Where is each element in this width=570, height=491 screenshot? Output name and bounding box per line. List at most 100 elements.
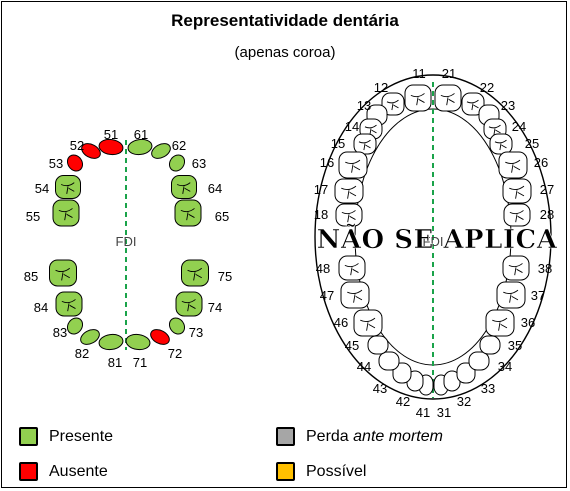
tooth-fissure-65 <box>180 208 195 221</box>
tooth-label-48: 48 <box>316 261 330 276</box>
tooth-label-74: 74 <box>208 300 222 315</box>
tooth-label-38: 38 <box>538 261 552 276</box>
tooth-label-11: 11 <box>412 66 426 81</box>
tooth-label-61: 61 <box>134 127 148 142</box>
legend-label-lost: Perda ante mortem <box>306 427 443 445</box>
tooth-label-53: 53 <box>49 156 63 171</box>
tooth-43 <box>392 362 412 384</box>
tooth-fissure-16 <box>345 159 361 173</box>
tooth-44 <box>378 351 400 371</box>
tooth-label-28: 28 <box>540 207 554 222</box>
legend-possible: Possível <box>276 462 366 481</box>
tooth-label-35: 35 <box>508 338 522 353</box>
tooth-72 <box>150 329 170 345</box>
tooth-62 <box>151 143 171 159</box>
tooth-label-25: 25 <box>525 136 539 151</box>
tooth-label-82: 82 <box>75 346 89 361</box>
tooth-73 <box>168 317 186 335</box>
tooth-34 <box>468 351 490 371</box>
tooth-fissure-25 <box>494 139 507 151</box>
tooth-label-16: 16 <box>320 155 334 170</box>
tooth-81 <box>98 333 124 351</box>
tooth-label-24: 24 <box>512 119 526 134</box>
legend-present: Presente <box>19 427 113 446</box>
tooth-label-75: 75 <box>218 269 232 284</box>
tooth-61 <box>127 138 153 156</box>
adult-arch-outline <box>314 74 552 400</box>
tooth-fissure-15 <box>358 139 371 151</box>
tooth-fissure-26 <box>505 159 521 173</box>
tooth-label-52: 52 <box>70 138 84 153</box>
tooth-fissure-22 <box>466 99 479 111</box>
tooth-fissure-84 <box>61 299 76 312</box>
tooth-fissure-28 <box>509 210 524 223</box>
legend-label-absent: Ausente <box>49 462 108 480</box>
tooth-fissure-12 <box>386 99 399 111</box>
legend-absent: Ausente <box>19 462 108 481</box>
tooth-label-23: 23 <box>501 98 515 113</box>
tooth-33 <box>456 362 476 384</box>
tooth-label-54: 54 <box>35 181 49 196</box>
tooth-label-21: 21 <box>442 66 456 81</box>
diagram-title: Representatividade dentária <box>171 11 399 30</box>
tooth-fissure-37 <box>503 289 519 303</box>
tooth-fissure-55 <box>58 208 73 221</box>
tooth-71 <box>125 333 151 351</box>
legend-swatch-lost <box>276 427 295 446</box>
tooth-label-34: 34 <box>498 359 512 374</box>
tooth-fissure-18 <box>341 210 356 223</box>
legend-swatch-absent <box>19 462 38 481</box>
tooth-fissure-24 <box>488 124 501 136</box>
tooth-fissure-38 <box>508 263 523 276</box>
legend-label-present: Presente <box>49 427 114 445</box>
tooth-fissure-46 <box>360 317 376 331</box>
tooth-83 <box>66 317 84 335</box>
tooth-fissure-48 <box>344 263 359 276</box>
legend-swatch-present <box>19 427 38 446</box>
tooth-fissure-54 <box>60 182 75 194</box>
tooth-fissure-11 <box>410 93 425 106</box>
tooth-label-73: 73 <box>189 325 203 340</box>
tooth-51 <box>98 138 124 156</box>
tooth-fissure-85 <box>55 267 71 281</box>
tooth-label-31: 31 <box>437 405 451 420</box>
tooth-label-17: 17 <box>314 182 328 197</box>
tooth-label-14: 14 <box>345 119 359 134</box>
tooth-label-81: 81 <box>108 355 122 370</box>
adult-fdi-label: FDI <box>423 234 444 249</box>
tooth-label-36: 36 <box>521 315 535 330</box>
tooth-label-83: 83 <box>53 325 67 340</box>
tooth-45 <box>367 335 389 355</box>
tooth-53 <box>66 154 84 172</box>
tooth-label-27: 27 <box>540 182 554 197</box>
tooth-label-63: 63 <box>192 156 206 171</box>
tooth-label-51: 51 <box>104 127 118 142</box>
tooth-label-37: 37 <box>531 288 545 303</box>
tooth-fissure-36 <box>492 317 508 331</box>
tooth-label-32: 32 <box>457 394 471 409</box>
tooth-label-84: 84 <box>34 300 48 315</box>
legend-lost: Perda ante mortem <box>276 427 443 446</box>
tooth-label-72: 72 <box>168 346 182 361</box>
tooth-label-65: 65 <box>215 209 229 224</box>
tooth-label-33: 33 <box>481 381 495 396</box>
tooth-fissure-75 <box>187 267 203 281</box>
tooth-label-43: 43 <box>373 381 387 396</box>
tooth-label-18: 18 <box>314 207 328 222</box>
tooth-label-46: 46 <box>334 315 348 330</box>
tooth-label-85: 85 <box>24 269 38 284</box>
tooth-label-22: 22 <box>480 80 494 95</box>
tooth-35 <box>479 335 501 355</box>
tooth-fissure-64 <box>176 182 191 194</box>
tooth-label-26: 26 <box>534 155 548 170</box>
tooth-label-55: 55 <box>26 209 40 224</box>
tooth-label-64: 64 <box>208 181 222 196</box>
tooth-label-47: 47 <box>320 288 334 303</box>
tooth-82 <box>80 329 100 345</box>
not-applicable-overlay: NÃO SE APLICA <box>317 223 558 255</box>
tooth-63 <box>168 154 186 172</box>
tooth-label-15: 15 <box>331 136 345 151</box>
tooth-label-13: 13 <box>357 98 371 113</box>
